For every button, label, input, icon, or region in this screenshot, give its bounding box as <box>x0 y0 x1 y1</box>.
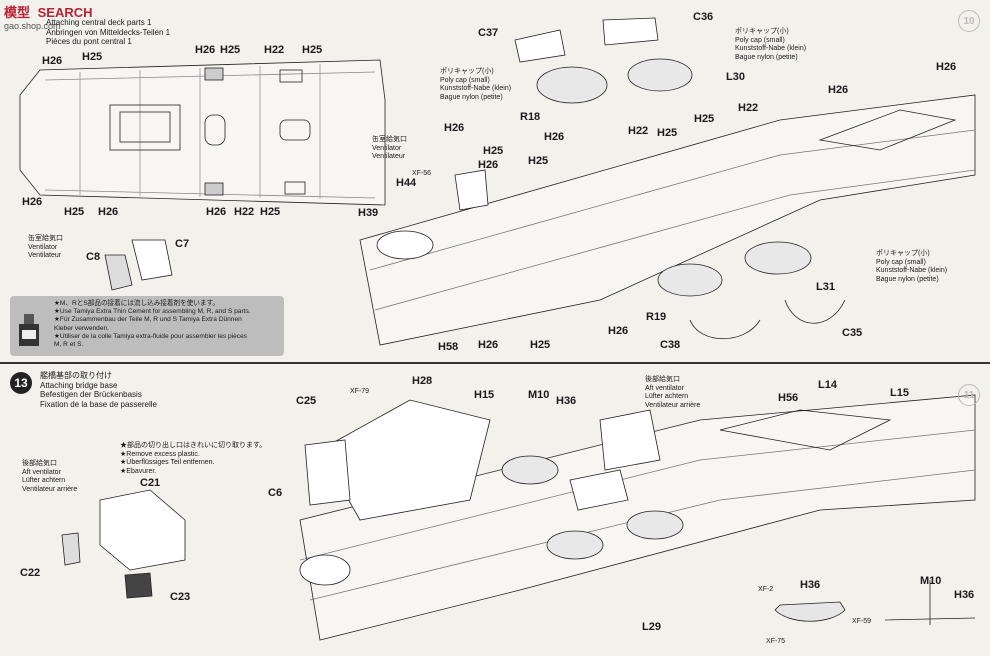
part-label: C21 <box>140 477 161 489</box>
part-label: C35 <box>842 327 863 339</box>
part-label: C8 <box>86 251 101 263</box>
cement-notice: ★M、RとS部品の接着には流し込み接着剤を使います。 ★Use Tamiya E… <box>10 296 284 356</box>
part-label: C37 <box>478 27 499 39</box>
part-label: R18 <box>520 111 541 123</box>
step13-number: 13 <box>10 372 32 394</box>
part-label: C23 <box>170 591 191 603</box>
part-label: H56 <box>778 392 799 404</box>
part-label: R19 <box>646 311 667 323</box>
part-label: C7 <box>175 238 190 250</box>
part-label: C25 <box>296 395 317 407</box>
part-label: C22 <box>20 567 41 579</box>
part-label: H22 <box>264 44 285 56</box>
color-code-label: XF-75 <box>766 638 786 645</box>
part-label: H26 <box>42 55 63 67</box>
watermark-brand: 模型 <box>4 5 31 20</box>
color-code-label: XF-59 <box>852 618 872 625</box>
part-label: C6 <box>268 487 283 499</box>
part-label: H36 <box>800 579 821 591</box>
ventilator-c7-drawing <box>104 239 173 291</box>
part-label: L15 <box>890 387 909 399</box>
part-label: H25 <box>302 44 323 56</box>
watermark-sub: SEARCH <box>37 5 93 20</box>
part-label: H15 <box>474 389 495 401</box>
part-label: H39 <box>358 207 379 219</box>
hull-top-drawing <box>359 17 976 346</box>
part-label: H25 <box>220 44 241 56</box>
color-code-label: XF-79 <box>350 388 370 395</box>
part-label: M10 <box>528 389 550 401</box>
part-label: H25 <box>483 145 504 157</box>
part-label: H22 <box>234 206 255 218</box>
part-label: H26 <box>444 122 465 134</box>
part-label: H28 <box>412 375 433 387</box>
side-step-number: 11 <box>958 384 980 406</box>
part-label: H58 <box>438 341 459 353</box>
part-label: L30 <box>726 71 745 83</box>
part-label: H26 <box>608 325 629 337</box>
part-label: H22 <box>738 102 759 114</box>
part-label: H25 <box>528 155 549 167</box>
part-label: H26 <box>478 159 499 171</box>
part-label: H22 <box>628 125 649 137</box>
color-code-label: XF-2 <box>758 586 774 593</box>
part-label: M10 <box>920 575 942 587</box>
part-label: H26 <box>98 206 119 218</box>
side-step-number: 10 <box>958 10 980 32</box>
part-label: L31 <box>816 281 835 293</box>
part-label: H44 <box>396 177 417 189</box>
cement-bottle-icon <box>19 314 39 346</box>
part-label: H26 <box>828 84 849 96</box>
part-label: H25 <box>657 127 678 139</box>
part-label: H25 <box>82 51 103 63</box>
hull-bottom-drawing <box>61 394 976 641</box>
deck-plan-drawing <box>19 59 386 206</box>
watermark: 模型 SEARCH gao.shop.com <box>4 2 93 31</box>
part-label: L14 <box>818 379 837 391</box>
part-label: C36 <box>693 11 714 23</box>
part-label: H26 <box>478 339 499 351</box>
part-label: H25 <box>260 206 281 218</box>
part-label: H25 <box>694 113 715 125</box>
remove-plastic-note: ★部品の切り出し口はきれいに切り取ります。★Remove excess plas… <box>120 442 267 475</box>
part-label: H26 <box>22 196 43 208</box>
part-label: H26 <box>206 206 227 218</box>
part-label: H25 <box>64 206 85 218</box>
section-divider <box>0 362 990 364</box>
part-label: L29 <box>642 621 661 633</box>
watermark-url: gao.shop.com <box>4 21 61 31</box>
part-label: H36 <box>556 395 577 407</box>
poly-cap-note: ポリキャップ(小)Poly cap (small)Kunststoff-Nabe… <box>735 28 807 61</box>
part-label: H26 <box>544 131 565 143</box>
poly-cap-note: ポリキャップ(小)Poly cap (small)Kunststoff-Nabe… <box>876 250 948 283</box>
part-label: H25 <box>530 339 551 351</box>
part-label: C38 <box>660 339 681 351</box>
part-label: H26 <box>195 44 216 56</box>
part-label: H36 <box>954 589 975 601</box>
color-code-label: XF-56 <box>412 170 432 177</box>
part-label: H26 <box>936 61 957 73</box>
poly-cap-note: ポリキャップ(小)Poly cap (small)Kunststoff-Nabe… <box>440 68 512 101</box>
step13-title: 艦橋基部の取り付け Attaching bridge base Befestig… <box>40 371 157 409</box>
step12-title: Attaching central deck parts 1 Anbringen… <box>46 18 171 46</box>
